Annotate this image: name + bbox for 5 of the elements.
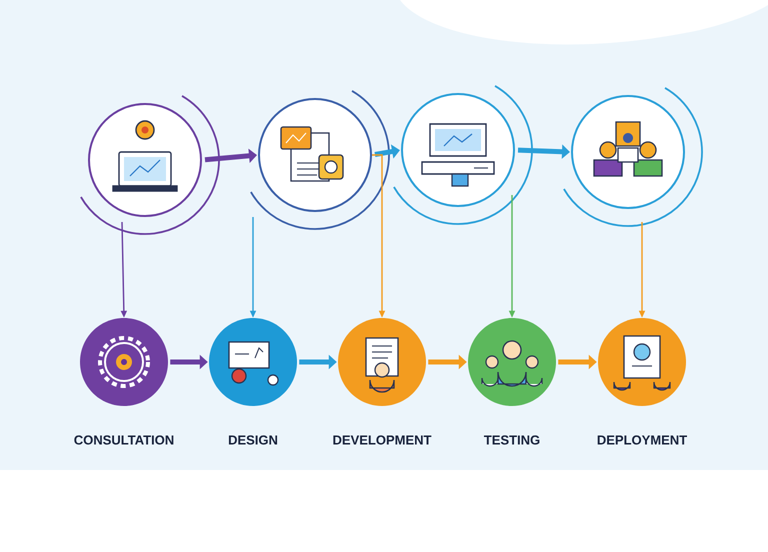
step-label: DEPLOYMENT xyxy=(598,435,687,445)
step-label: DESIGN xyxy=(228,435,278,445)
step-label: DEVELOPMENT xyxy=(333,435,432,445)
step-label: TESTING xyxy=(484,435,540,445)
step-label: CONSULTATION xyxy=(74,435,174,445)
